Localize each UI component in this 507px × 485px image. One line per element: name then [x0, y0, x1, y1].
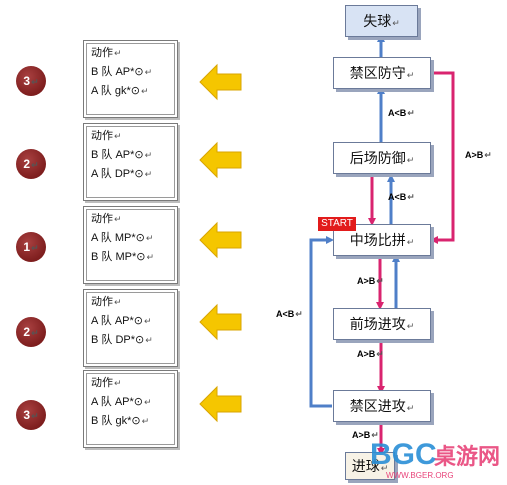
edge-label: A>B↵ — [357, 349, 384, 359]
yellow-arrow-icon — [199, 141, 242, 179]
svg-text:桌游网: 桌游网 — [434, 444, 500, 470]
card-line: A 队 DP*⊙ — [91, 168, 144, 180]
edge-label: A<B↵ — [276, 309, 303, 319]
yellow-arrow-icon — [199, 63, 242, 101]
card-line: B 队 AP*⊙ — [91, 149, 144, 161]
edge-label: A<B↵ — [388, 192, 415, 202]
edge-label: A>B↵ — [357, 276, 384, 286]
step-badge: 3↵ — [16, 66, 46, 96]
node-front-attack: 前场进攻↵ — [333, 308, 431, 340]
step-badge: 1↵ — [16, 232, 46, 262]
card-line: A 队 AP*⊙ — [91, 396, 144, 408]
action-card: 动作↵ B 队 AP*⊙↵ A 队 DP*⊙↵ — [83, 123, 178, 201]
card-line: A 队 AP*⊙ — [91, 315, 144, 327]
card-title: 动作 — [91, 296, 113, 308]
card-title: 动作 — [91, 130, 113, 142]
node-back-defense: 后场防御↵ — [333, 142, 431, 174]
node-box-attack: 禁区进攻↵ — [333, 390, 431, 422]
action-card: 动作↵ A 队 MP*⊙↵ B 队 MP*⊙↵ — [83, 206, 178, 284]
start-marker: START — [318, 217, 356, 231]
edge-label: A<B↵ — [388, 108, 415, 118]
site-watermark-logo: BGC 桌游网 WWW.BGER.ORG — [370, 438, 500, 480]
card-title: 动作 — [91, 47, 113, 59]
edge-label: A>B↵ — [352, 430, 379, 440]
step-badge: 3↵ — [16, 400, 46, 430]
node-lose: 失球↵ — [345, 5, 418, 37]
node-box-defense: 禁区防守↵ — [333, 57, 431, 89]
yellow-arrow-icon — [199, 221, 242, 259]
edge-label: A>B↵ — [465, 150, 492, 160]
card-line: B 队 gk*⊙ — [91, 415, 141, 427]
card-line: B 队 DP*⊙ — [91, 334, 145, 346]
yellow-arrow-icon — [199, 385, 242, 423]
card-title: 动作 — [91, 213, 113, 225]
node-goal: 进球↵ — [345, 452, 395, 480]
yellow-arrow-icon — [199, 303, 242, 341]
card-line: A 队 gk*⊙ — [91, 85, 140, 97]
card-title: 动作 — [91, 377, 113, 389]
action-card: 动作↵ B 队 AP*⊙↵ A 队 gk*⊙↵ — [83, 40, 178, 118]
svg-text:BGC: BGC — [370, 438, 437, 471]
card-line: B 队 MP*⊙ — [91, 251, 146, 263]
card-line: B 队 AP*⊙ — [91, 66, 144, 78]
action-card: 动作↵ A 队 AP*⊙↵ B 队 gk*⊙↵ — [83, 370, 178, 448]
step-badge: 2↵ — [16, 317, 46, 347]
svg-text:WWW.BGER.ORG: WWW.BGER.ORG — [386, 471, 454, 480]
card-line: A 队 MP*⊙ — [91, 232, 145, 244]
step-badge: 2↵ — [16, 149, 46, 179]
